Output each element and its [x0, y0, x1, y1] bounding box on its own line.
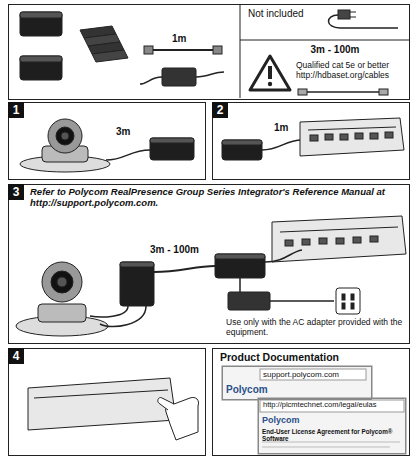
step-panel: 1m Not included 3m - 100mQualified cat 5e …: [8, 4, 410, 100]
label: 1m: [172, 33, 202, 45]
callout-number: 4: [8, 348, 24, 364]
label: 3m - 100m: [150, 244, 220, 256]
callout-number: 2: [212, 102, 228, 118]
browser-screenshot: support.polycom.comPolycom: [222, 366, 372, 400]
label: Not included: [248, 8, 338, 20]
label: 3m - 100m: [290, 44, 380, 56]
callout-number: 1: [8, 102, 24, 118]
callout-number: 3: [8, 184, 24, 200]
step-panel: 3 Refer to Polycom RealPresence Group Ser…: [8, 184, 410, 344]
label: http://plcmtechnet.com/legal/eulas: [263, 401, 403, 410]
step-panel: 4: [8, 348, 206, 456]
label: support.polycom.com: [263, 370, 365, 379]
label: Refer to Polycom RealPresence Group Seri…: [30, 187, 402, 209]
label: Polycom: [226, 384, 286, 396]
step-panel: 2 1m: [212, 102, 410, 180]
step-panel: 1 3m: [8, 102, 206, 180]
browser-screenshot: http://plcmtechnet.com/legal/eulasPolyco…: [258, 398, 406, 454]
step-panel: Product Documentation support.polycom.com…: [212, 348, 410, 456]
label: End-User License Agreement for Polycom® …: [262, 428, 404, 442]
label: 3m: [116, 126, 140, 138]
label: Product Documentation: [220, 351, 400, 363]
label: Polycom: [262, 415, 322, 425]
label: Use only with the AC adapter provided wi…: [226, 318, 406, 338]
label: Qualified cat 5e or better http://hdbase…: [296, 61, 408, 81]
label: 1m: [274, 122, 298, 134]
